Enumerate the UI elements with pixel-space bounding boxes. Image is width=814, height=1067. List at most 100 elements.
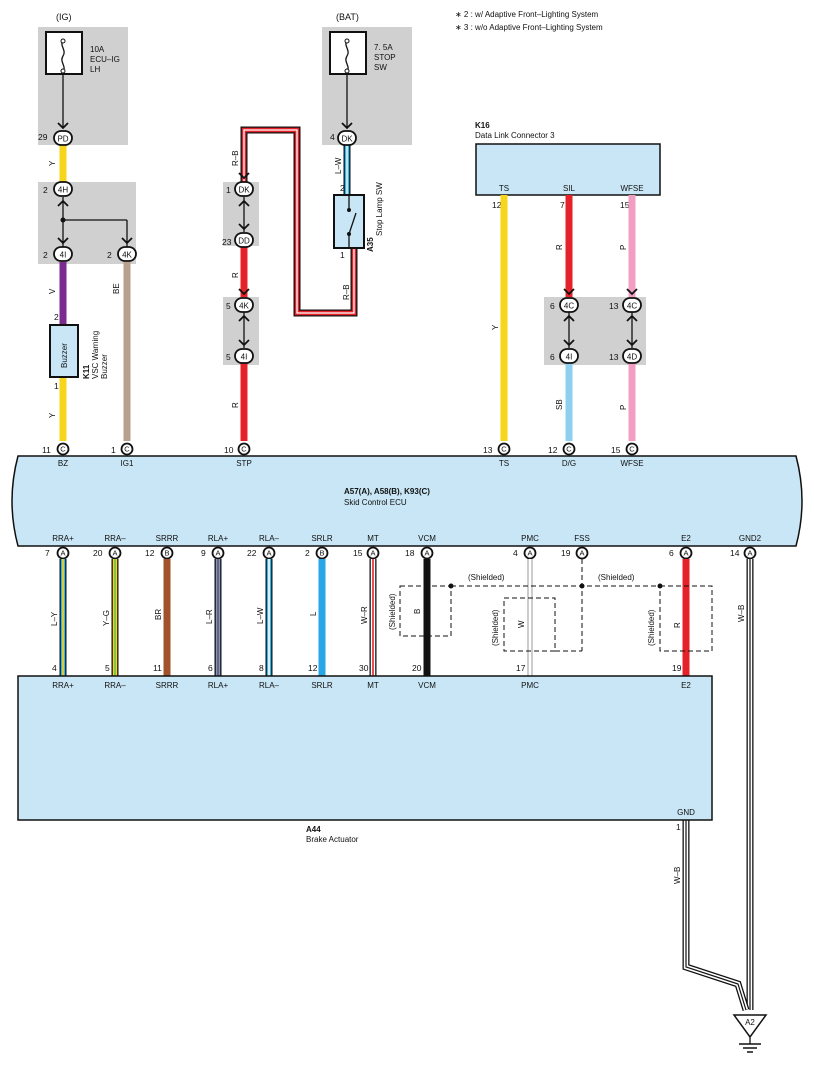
svg-text:SRRR: SRRR [156, 681, 179, 690]
svg-text:4D: 4D [627, 353, 637, 362]
actuator-body [17, 675, 713, 821]
buzzer-name-1: VSC Warning [91, 331, 100, 379]
stop-sw-pin-top: 2 [340, 183, 345, 193]
k16-pin-sil: SIL [563, 184, 576, 193]
wire-color-sil1: R [555, 244, 564, 250]
wire-color-r2: R [231, 402, 240, 408]
svg-text:2: 2 [43, 185, 48, 195]
svg-text:Y–G: Y–G [102, 610, 111, 626]
svg-text:29: 29 [38, 132, 48, 142]
k16-num-sil: 7 [560, 200, 565, 210]
k16-id: K16 [475, 121, 490, 130]
buzzer-box [49, 324, 79, 378]
svg-text:E2: E2 [681, 681, 691, 690]
lower-wire-colors: L–Y Y–G BR L–R L–W L W–R B W R W–B W–B [50, 605, 746, 884]
svg-text:RRA–: RRA– [104, 681, 126, 690]
svg-text:4H: 4H [58, 186, 68, 195]
ig-fuse-line-3: LH [90, 65, 100, 74]
svg-text:20: 20 [93, 548, 103, 558]
buzzer-id: K11 [82, 364, 91, 379]
k16-pin-wfse: WFSE [620, 184, 643, 193]
wire-color-r1: R [231, 272, 240, 278]
svg-text:A: A [215, 549, 220, 558]
svg-text:4: 4 [52, 663, 57, 673]
svg-text:B: B [164, 549, 169, 558]
stop-sw-name: Stop Lamp SW [375, 182, 384, 236]
stop-sw-pin-bottom: 1 [340, 250, 345, 260]
svg-text:SRLR: SRLR [311, 681, 333, 690]
svg-text:A: A [579, 549, 584, 558]
svg-text:TS: TS [499, 459, 509, 468]
svg-text:C: C [241, 445, 247, 454]
svg-text:15: 15 [353, 548, 363, 558]
wire-color-wf1: P [619, 245, 628, 250]
bat-fuse-line-3: SW [374, 63, 387, 72]
svg-text:RLA+: RLA+ [208, 534, 229, 543]
svg-text:A: A [683, 549, 688, 558]
svg-text:SRLR: SRLR [311, 534, 333, 543]
svg-text:A: A [370, 549, 375, 558]
wire-color-y2: Y [48, 412, 57, 418]
svg-text:13: 13 [483, 445, 493, 455]
svg-text:4C: 4C [627, 302, 637, 311]
svg-text:C: C [124, 445, 130, 454]
note-1: ∗ 2 : w/ Adaptive Front–Lighting System [455, 10, 599, 19]
svg-text:22: 22 [247, 548, 257, 558]
svg-text:VCM: VCM [418, 534, 436, 543]
svg-text:W–B: W–B [737, 605, 746, 622]
svg-text:12: 12 [308, 663, 318, 673]
svg-text:12: 12 [548, 445, 558, 455]
ecu-body [11, 455, 803, 547]
svg-text:6: 6 [669, 548, 674, 558]
k16-num-wfse: 15 [620, 200, 630, 210]
bat-tag: (BAT) [336, 12, 359, 22]
svg-text:SRRR: SRRR [156, 534, 179, 543]
svg-text:17: 17 [516, 663, 526, 673]
svg-text:BZ: BZ [58, 459, 68, 468]
svg-text:(Shielded): (Shielded) [491, 609, 500, 646]
wire-color-lw: L–W [334, 157, 343, 174]
svg-text:STP: STP [236, 459, 252, 468]
svg-text:RLA–: RLA– [259, 681, 280, 690]
svg-text:15: 15 [611, 445, 621, 455]
svg-text:(Shielded): (Shielded) [468, 573, 505, 582]
bat-fuse-block: (BAT) 7. 5A STOP SW [322, 12, 412, 145]
svg-text:A: A [747, 549, 752, 558]
ecu-bottom-terminals: RRA+ RRA– SRRR RLA+ RLA– SRLR MT VCM PMC… [45, 534, 762, 560]
svg-text:VCM: VCM [418, 681, 436, 690]
svg-text:18: 18 [405, 548, 415, 558]
svg-text:6: 6 [550, 352, 555, 362]
svg-text:A: A [266, 549, 271, 558]
svg-text:30: 30 [359, 663, 369, 673]
svg-text:C: C [566, 445, 572, 454]
svg-text:13: 13 [609, 352, 619, 362]
ecu-name: Skid Control ECU [344, 498, 407, 507]
svg-text:L: L [309, 611, 318, 616]
svg-text:4K: 4K [122, 251, 132, 260]
ig-tag: (IG) [56, 12, 72, 22]
svg-text:12: 12 [145, 548, 155, 558]
lower-wires [59, 559, 754, 1012]
svg-text:11: 11 [153, 663, 162, 673]
svg-text:W–B: W–B [673, 867, 682, 884]
svg-text:19: 19 [672, 663, 682, 673]
ig-fuse-line-1: 10A [90, 45, 105, 54]
svg-text:6: 6 [208, 663, 213, 673]
svg-text:IG1: IG1 [121, 459, 134, 468]
svg-text:14: 14 [730, 548, 740, 558]
svg-text:1: 1 [676, 822, 681, 832]
svg-text:11: 11 [42, 445, 51, 455]
svg-text:B: B [413, 609, 422, 614]
svg-text:(Shielded): (Shielded) [647, 609, 656, 646]
svg-text:PD: PD [57, 135, 68, 144]
svg-text:R: R [673, 622, 682, 628]
ecu-top-terminals: 11 C BZ 1 C IG1 10 C STP 13 C TS 12 C D/… [42, 442, 644, 468]
svg-text:E2: E2 [681, 534, 691, 543]
svg-text:WFSE: WFSE [620, 459, 643, 468]
svg-text:GND2: GND2 [739, 534, 762, 543]
wire-color-be: BE [112, 283, 121, 294]
k16-pin-ts: TS [499, 184, 509, 193]
svg-text:RRA+: RRA+ [52, 534, 74, 543]
svg-text:6: 6 [550, 301, 555, 311]
svg-text:FSS: FSS [574, 534, 590, 543]
